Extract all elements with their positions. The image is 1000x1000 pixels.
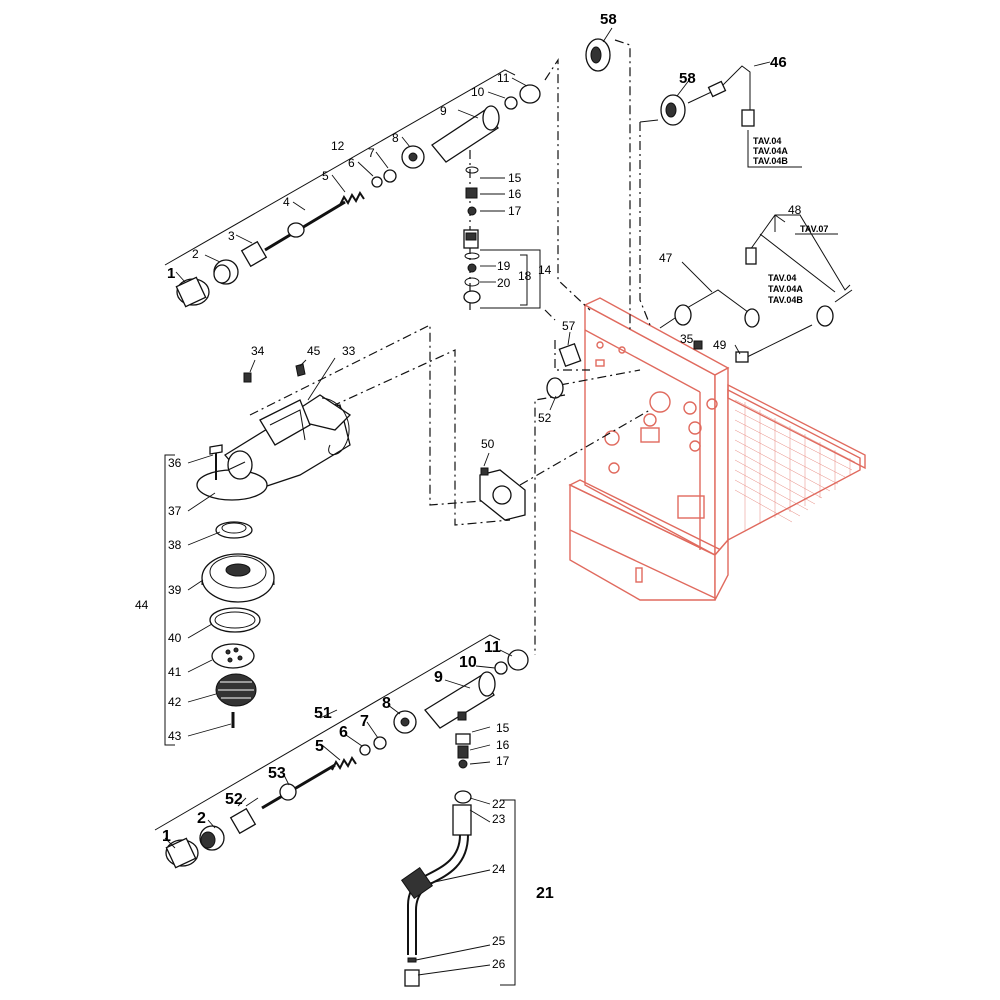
label-20-upper: 20 [497,276,511,290]
label-40: 40 [168,631,182,645]
label-36: 36 [168,456,182,470]
label-15-lower: 15 [496,721,510,735]
label-8-lower: 8 [382,695,391,712]
label-34: 34 [251,344,265,358]
label-46: 46 [770,54,787,71]
label-6-lower: 6 [339,724,348,741]
label-25-lower: 25 [492,934,506,948]
label-43: 43 [168,729,182,743]
label-44: 44 [135,598,149,612]
label-11-lower: 11 [484,639,501,656]
note-46-b: TAV.04A [753,146,788,156]
label-2-lower: 2 [197,810,206,827]
label-22-lower: 22 [492,797,506,811]
label-42: 42 [168,695,182,709]
label-51-lower: 51 [314,705,332,722]
label-12-upper: 12 [331,139,345,153]
top-right-pipes [479,27,853,521]
label-2-upper: 2 [192,247,199,261]
label-16-lower: 16 [496,738,510,752]
label-37: 37 [168,504,182,518]
tray-grid [734,399,856,530]
label-58-top: 58 [600,11,617,28]
label-52-lower: 52 [225,791,243,808]
label-7-lower: 7 [360,713,369,730]
label-24-lower: 24 [492,862,506,876]
label-5-lower: 5 [315,738,324,755]
label-1-upper: 1 [167,265,175,282]
label-9-lower: 9 [434,669,443,686]
labels-lower: 1 2 52 53 5 51 6 7 8 9 10 11 15 16 17 22… [162,639,554,971]
label-41: 41 [168,665,182,679]
label-9-upper: 9 [440,104,447,118]
label-45: 45 [307,344,321,358]
label-1-lower: 1 [162,828,171,845]
label-5-upper: 5 [322,169,329,183]
label-3-upper: 3 [228,229,235,243]
note-47-a: TAV.04 [768,273,796,283]
label-33: 33 [342,344,356,358]
label-57: 57 [562,319,576,333]
label-6-upper: 6 [348,156,355,170]
note-47-b: TAV.04A [768,284,803,294]
label-10-lower: 10 [459,654,477,671]
lower-group-assembly [154,634,529,987]
label-38: 38 [168,538,182,552]
label-17-upper: 17 [508,204,522,218]
label-14-upper: 14 [538,263,552,277]
upper-group-assembly [164,69,541,309]
label-53-lower: 53 [268,765,286,782]
labels-upper: 1 2 3 4 5 6 7 8 9 10 11 12 15 16 17 18 1… [167,71,552,290]
label-50: 50 [481,437,495,451]
label-4-upper: 4 [283,195,290,209]
label-39: 39 [168,583,182,597]
label-17-lower: 17 [496,754,510,768]
group-head-assembly [164,357,352,746]
note-46-a: TAV.04 [753,136,781,146]
label-23-lower: 23 [492,812,506,826]
label-8-upper: 8 [392,131,399,145]
labels-group-head: 34 45 33 36 37 38 39 40 41 42 43 44 [135,344,356,743]
label-19-upper: 19 [497,259,511,273]
label-10-upper: 10 [471,85,485,99]
label-15-upper: 15 [508,171,522,185]
label-16-upper: 16 [508,187,522,201]
note-46-c: TAV.04B [753,156,788,166]
assembly-lines [249,39,651,655]
label-49: 49 [713,338,727,352]
label-21-lower: 21 [536,885,554,902]
label-26-lower: 26 [492,957,506,971]
label-7-upper: 7 [368,146,375,160]
label-58-mid: 58 [679,70,696,87]
note-48: TAV.07 [800,224,828,234]
note-47-c: TAV.04B [768,295,803,305]
label-35: 35 [680,332,694,346]
label-48: 48 [788,203,802,217]
label-52-top: 52 [538,411,552,425]
label-18-upper: 18 [518,269,532,283]
label-47: 47 [659,251,673,265]
labels-top: 58 58 46 TAV.04 TAV.04A TAV.04B 48 TAV.0… [481,11,838,451]
label-11-upper: 11 [497,71,510,85]
chassis-frame [568,297,866,601]
